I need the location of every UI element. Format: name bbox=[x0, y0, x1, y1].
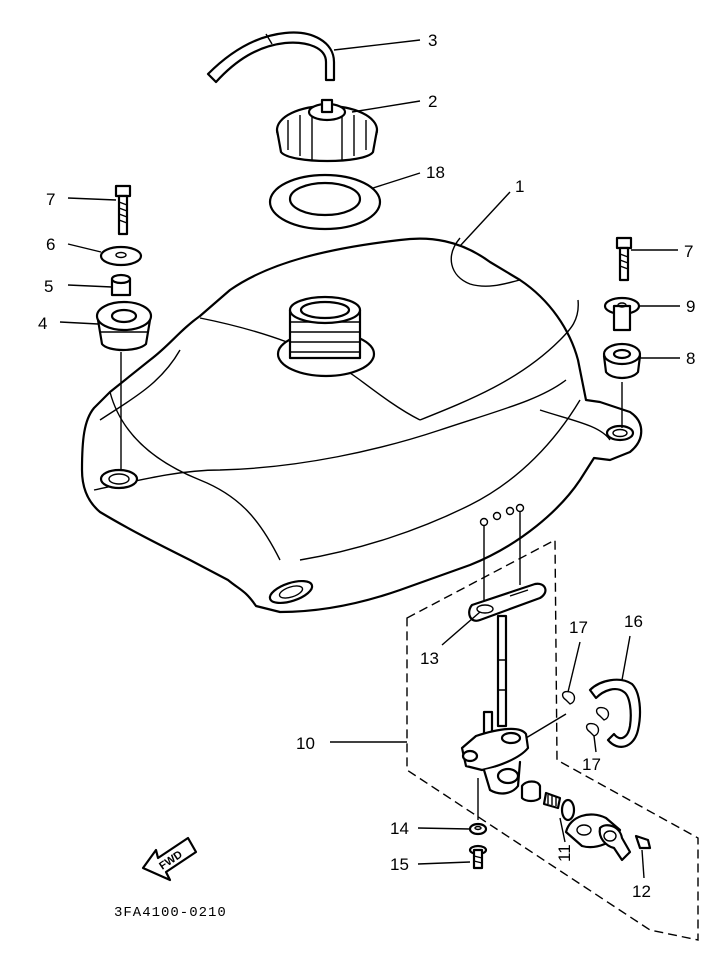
fuel-cock-assembly-part-10 bbox=[406, 503, 699, 941]
label-part-16: 16 bbox=[624, 612, 643, 631]
label-part-8: 8 bbox=[686, 349, 695, 368]
label-part-14: 14 bbox=[390, 819, 409, 838]
label-part-18: 18 bbox=[426, 163, 445, 182]
label-part-5: 5 bbox=[44, 277, 53, 296]
part-number-labels: 3 2 18 1 7 6 5 4 7 9 8 10 13 17 16 17 11… bbox=[38, 31, 695, 901]
right-collar-part-9 bbox=[603, 296, 641, 332]
left-collar-part-5 bbox=[110, 273, 132, 297]
drawing-code: 3FA4100-0210 bbox=[114, 905, 227, 921]
label-part-4: 4 bbox=[38, 314, 47, 333]
left-mounting-bolt-part-7 bbox=[114, 184, 132, 236]
leader-lines bbox=[59, 39, 680, 879]
breather-hose-part-3 bbox=[206, 31, 336, 84]
label-part-1: 1 bbox=[515, 177, 524, 196]
forward-direction-arrow: FWD bbox=[141, 836, 198, 882]
left-washer-part-6 bbox=[99, 245, 143, 267]
label-part-17-top: 17 bbox=[569, 618, 588, 637]
right-mounting-bolt-part-7 bbox=[615, 236, 633, 282]
right-damper-part-8 bbox=[602, 342, 642, 380]
label-part-7-right: 7 bbox=[684, 242, 693, 261]
cap-gasket-part-18 bbox=[268, 173, 382, 231]
fuel-cap-part-2 bbox=[275, 98, 379, 163]
label-part-3: 3 bbox=[428, 31, 437, 50]
left-damper-part-4 bbox=[95, 300, 153, 352]
label-part-2: 2 bbox=[428, 92, 437, 111]
label-part-10: 10 bbox=[296, 734, 315, 753]
label-part-15: 15 bbox=[390, 855, 409, 874]
label-part-17-bottom: 17 bbox=[582, 755, 601, 774]
label-part-7-left: 7 bbox=[46, 190, 55, 209]
washer-part-14 bbox=[468, 822, 488, 836]
label-part-6: 6 bbox=[46, 235, 55, 254]
label-part-13: 13 bbox=[420, 649, 439, 668]
screw-part-15 bbox=[468, 844, 488, 870]
label-part-9: 9 bbox=[686, 297, 695, 316]
label-part-12: 12 bbox=[632, 882, 651, 901]
fuel-tank-part-1 bbox=[80, 237, 643, 614]
label-part-11: 11 bbox=[555, 844, 574, 862]
